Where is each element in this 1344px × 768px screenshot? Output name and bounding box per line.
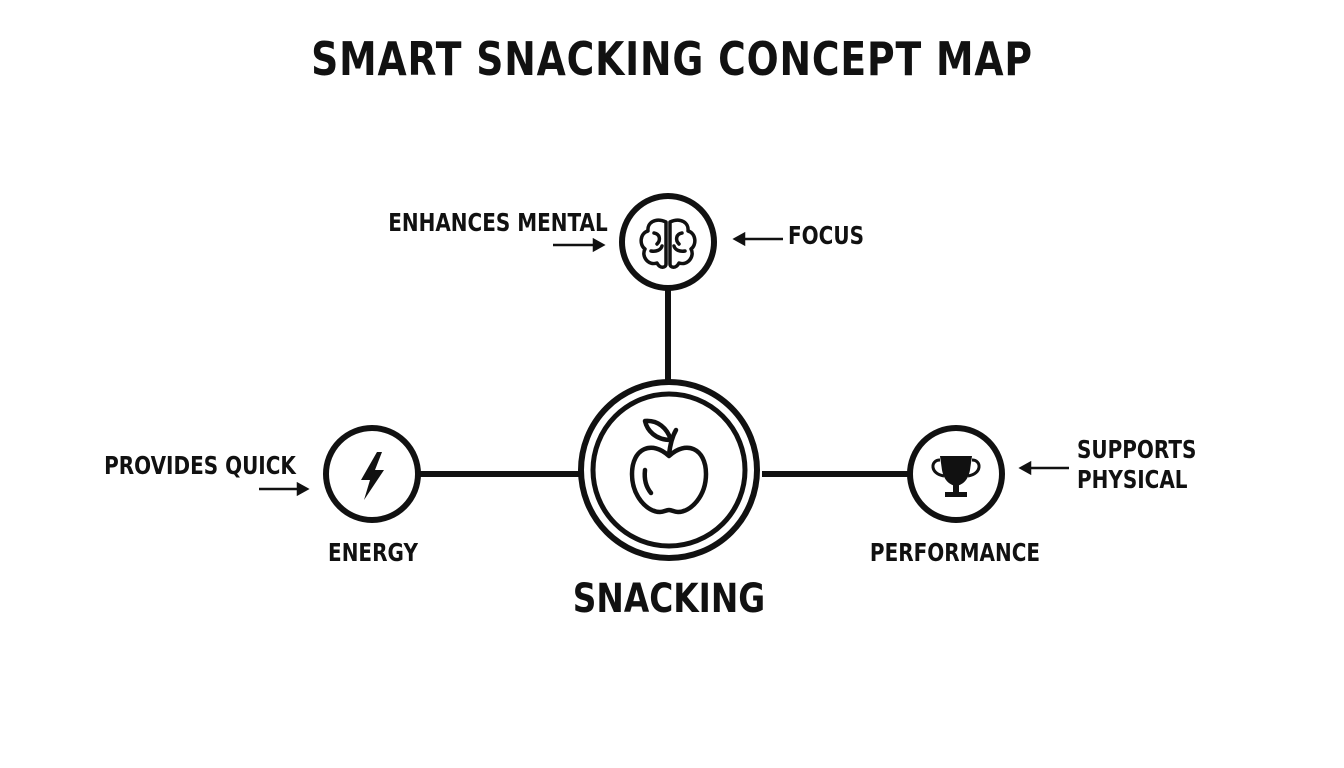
lightning-bolt-icon — [361, 452, 384, 500]
arrow-left-icon — [732, 231, 783, 247]
physical-label-below: PERFORMANCE — [870, 539, 1040, 568]
physical-label-line2: PHYSICAL — [1077, 466, 1188, 495]
arrow-left-icon — [1018, 460, 1069, 476]
energy-node — [323, 425, 421, 523]
physical-performance-node — [907, 425, 1005, 523]
arrow-right-icon — [553, 237, 606, 253]
energy-label-above: PROVIDES QUICK — [104, 452, 297, 481]
brain-icon — [639, 218, 697, 269]
center-node-label: SNACKING — [573, 575, 765, 622]
physical-label-line1: SUPPORTS — [1077, 436, 1196, 465]
page-title: SMART SNACKING CONCEPT MAP — [311, 32, 1033, 86]
mental-focus-label-right: FOCUS — [788, 222, 864, 251]
mental-focus-node — [619, 193, 717, 291]
energy-label-below: ENERGY — [328, 539, 418, 568]
mental-focus-label-left: ENHANCES MENTAL — [388, 209, 608, 238]
apple-icon — [629, 418, 709, 515]
arrow-right-icon — [259, 481, 310, 497]
center-node — [578, 379, 760, 561]
trophy-icon — [931, 456, 981, 497]
